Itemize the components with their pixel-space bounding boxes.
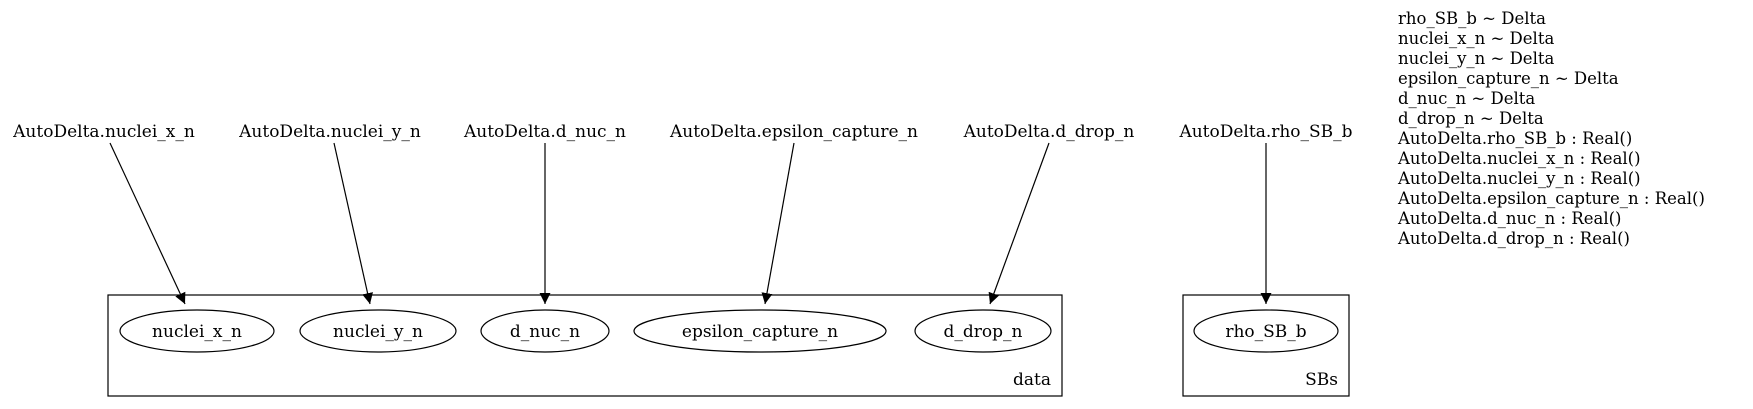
node-nuclei-y-n-label: nuclei_y_n [333,322,423,342]
plate-data-label: data [1013,370,1051,390]
edge-epsilon [761,142,795,305]
node-rho-sb-b-label: rho_SB_b [1225,322,1306,342]
node-epsilon-capture-n-ellipse [633,309,887,353]
distribution-legend: rho_SB_b ~ Delta nuclei_x_n ~ Delta nucl… [1398,9,1705,249]
legend-line: AutoDelta.rho_SB_b : Real() [1398,129,1633,148]
edge-nuclei-x [109,142,186,305]
param-d-drop-n: AutoDelta.d_drop_n [963,122,1135,142]
legend-line: AutoDelta.nuclei_y_n : Real() [1398,169,1641,188]
param-nuclei-x-n: AutoDelta.nuclei_x_n [12,122,195,142]
param-d-nuc-n: AutoDelta.d_nuc_n [463,122,626,142]
edge-nuclei-y [333,142,373,305]
node-d-drop-n-label: d_drop_n [944,322,1023,342]
param-rho-sb-b: AutoDelta.rho_SB_b [1178,122,1352,142]
node-nuclei-y-n-ellipse [299,309,457,353]
param-epsilon-capture-n: AutoDelta.epsilon_capture_n [669,122,918,142]
param-labels: AutoDelta.nuclei_x_n AutoDelta.nuclei_y_… [12,122,1353,142]
legend-line: nuclei_y_n ~ Delta [1398,49,1555,68]
legend-line: nuclei_x_n ~ Delta [1398,29,1555,48]
node-epsilon-capture-n: epsilon_capture_n [633,309,887,353]
plate-data: data [107,294,1063,397]
node-d-drop-n-ellipse [914,309,1052,353]
legend-line: d_drop_n ~ Delta [1398,109,1544,128]
nodes: nuclei_x_n nuclei_y_n d_nuc_n epsilon_ca… [119,309,1339,353]
legend-line: rho_SB_b ~ Delta [1398,9,1546,28]
node-nuclei-x-n-label: nuclei_x_n [152,322,242,342]
node-nuclei-x-n: nuclei_x_n [119,309,275,353]
edges [109,142,1272,305]
plate-data-frame [107,294,1063,397]
node-rho-sb-b-ellipse [1193,309,1339,353]
node-nuclei-y-n: nuclei_y_n [299,309,457,353]
plate-sbs-label: SBs [1305,370,1338,390]
legend-line: d_nuc_n ~ Delta [1398,89,1536,108]
node-rho-sb-b: rho_SB_b [1193,309,1339,353]
edge-d-drop [988,142,1050,305]
legend-line: AutoDelta.d_drop_n : Real() [1398,229,1630,248]
node-d-nuc-n-label: d_nuc_n [510,322,580,342]
node-d-nuc-n-ellipse [480,309,610,353]
node-d-drop-n: d_drop_n [914,309,1052,353]
legend-line: epsilon_capture_n ~ Delta [1398,69,1619,88]
legend-line: AutoDelta.nuclei_x_n : Real() [1398,149,1641,168]
node-epsilon-capture-n-label: epsilon_capture_n [682,322,838,342]
node-nuclei-x-n-ellipse [119,309,275,353]
legend-line: AutoDelta.epsilon_capture_n : Real() [1398,189,1705,208]
legend-line: AutoDelta.d_nuc_n : Real() [1398,209,1622,228]
param-nuclei-y-n: AutoDelta.nuclei_y_n [238,122,421,142]
node-d-nuc-n: d_nuc_n [480,309,610,353]
